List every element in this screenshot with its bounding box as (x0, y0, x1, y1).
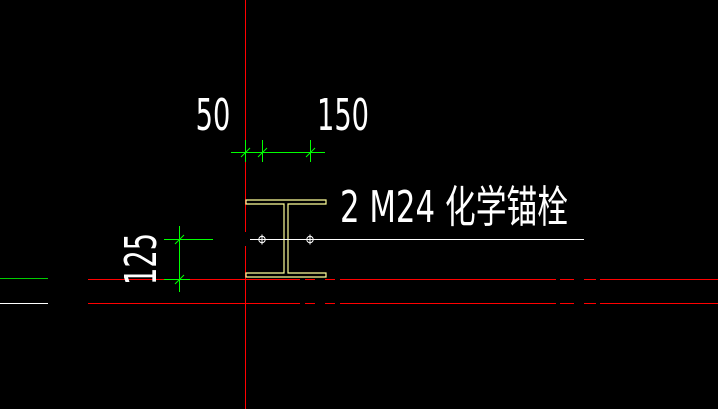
axis-break-stubs (305, 279, 596, 304)
h-section-outline (245, 199, 327, 278)
tick-mark (240, 147, 251, 158)
wall-lines (0, 278, 48, 304)
anchor-bolts (257, 234, 315, 245)
bolt-mask (238, 232, 252, 246)
break-gap (556, 272, 600, 312)
anchor-bolt-annotation: 2 M24 化学锚栓 (340, 181, 568, 232)
dimension-text-top-left: 50 (196, 89, 231, 141)
h-section-steel (245, 199, 327, 278)
dimension-left (164, 226, 213, 292)
tick-mark (174, 274, 185, 285)
tick-mark (174, 234, 185, 245)
axis-breaks (48, 272, 600, 312)
dimension-text-top-right: 150 (317, 89, 369, 141)
dimension-text-left: 125 (115, 233, 167, 285)
bolt-masks (238, 232, 252, 246)
tick-mark (257, 147, 268, 158)
tick-mark (305, 147, 316, 158)
break-gap (300, 272, 340, 312)
break-gap (48, 272, 88, 312)
dimension-top (231, 140, 325, 162)
